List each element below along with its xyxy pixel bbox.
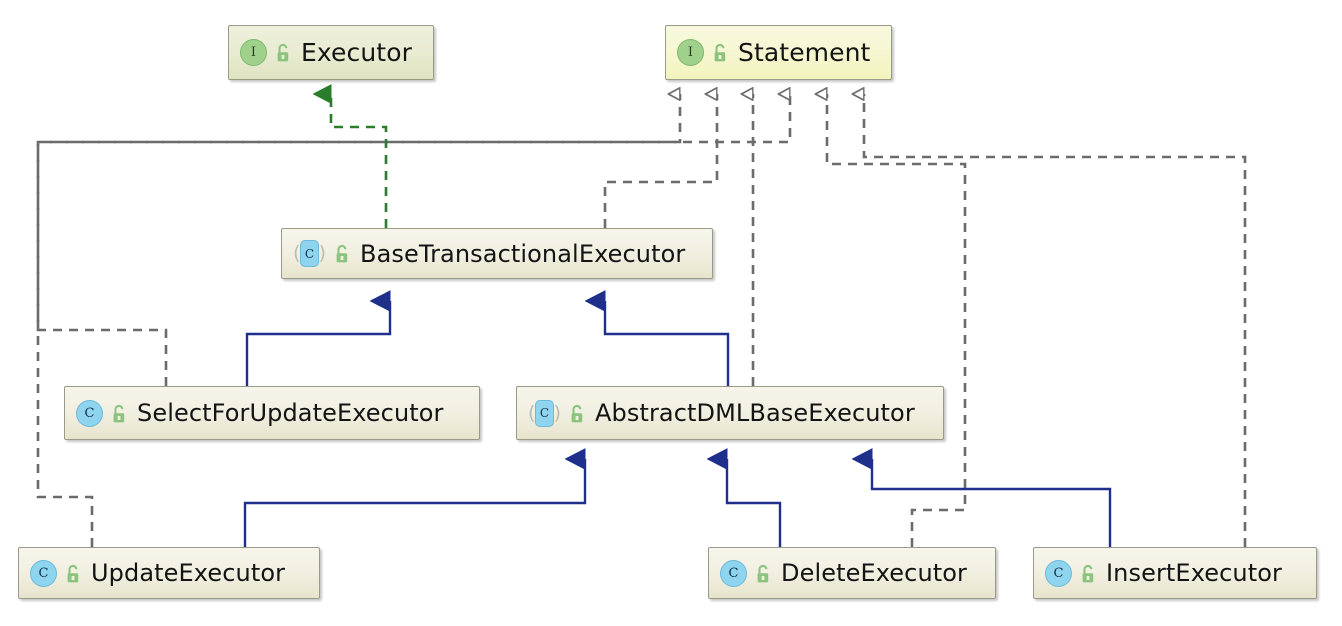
edge-selectforupdate-to-statement bbox=[36, 94, 682, 386]
class-node-insertexecutor[interactable]: C InsertExecutor bbox=[1033, 547, 1317, 599]
edge-basetransactional-to-executor bbox=[331, 94, 388, 228]
class-node-abstractdmlbaseexecutor[interactable]: ( C ) AbstractDMLBaseExecutor bbox=[516, 386, 944, 440]
abstract-class-icon: ( C ) bbox=[528, 399, 561, 427]
class-label: Executor bbox=[301, 38, 412, 67]
class-label: AbstractDMLBaseExecutor bbox=[595, 399, 915, 427]
unlock-icon bbox=[274, 43, 292, 64]
class-label: BaseTransactionalExecutor bbox=[360, 239, 686, 268]
unlock-icon bbox=[333, 244, 351, 265]
class-label: DeleteExecutor bbox=[781, 559, 968, 587]
class-node-deleteexecutor[interactable]: C DeleteExecutor bbox=[708, 547, 996, 599]
class-label: UpdateExecutor bbox=[91, 559, 286, 587]
class-icon: C bbox=[720, 559, 747, 587]
class-node-updateexecutor[interactable]: C UpdateExecutor bbox=[18, 547, 320, 599]
edge-update-to-abstractdmlbase bbox=[243, 459, 587, 547]
unlock-icon bbox=[754, 564, 772, 585]
class-node-basetransactionalexecutor[interactable]: ( C ) BaseTransactionalExecutor bbox=[281, 228, 713, 279]
edge-update-to-statement bbox=[36, 94, 792, 547]
edge-abstractdmlbase-to-basetransactional bbox=[605, 301, 730, 386]
unlock-icon bbox=[711, 43, 729, 64]
edge-basetransactional-to-statement bbox=[603, 94, 719, 228]
unlock-icon bbox=[110, 404, 128, 425]
interface-icon: I bbox=[240, 39, 267, 66]
edge-delete-to-statement bbox=[827, 94, 967, 547]
class-label: SelectForUpdateExecutor bbox=[137, 399, 444, 427]
edge-insert-to-statement bbox=[864, 94, 1247, 547]
edge-insert-to-abstractdmlbase bbox=[872, 459, 1112, 547]
class-node-executor[interactable]: I Executor bbox=[228, 25, 434, 80]
edge-selectforupdate-to-basetransactional bbox=[245, 301, 392, 386]
class-label: Statement bbox=[738, 38, 871, 67]
abstract-class-icon: ( C ) bbox=[293, 240, 326, 267]
class-icon: C bbox=[30, 559, 57, 587]
class-label: InsertExecutor bbox=[1106, 559, 1282, 587]
class-icon: C bbox=[1045, 559, 1072, 587]
unlock-icon bbox=[1079, 564, 1097, 585]
unlock-icon bbox=[568, 404, 586, 425]
class-icon: C bbox=[76, 399, 103, 427]
unlock-icon bbox=[64, 564, 82, 585]
interface-icon: I bbox=[677, 39, 704, 66]
edge-delete-to-abstractdmlbase bbox=[727, 459, 782, 547]
class-node-statement[interactable]: I Statement bbox=[665, 25, 892, 80]
class-node-selectforupdateexecutor[interactable]: C SelectForUpdateExecutor bbox=[64, 386, 480, 440]
